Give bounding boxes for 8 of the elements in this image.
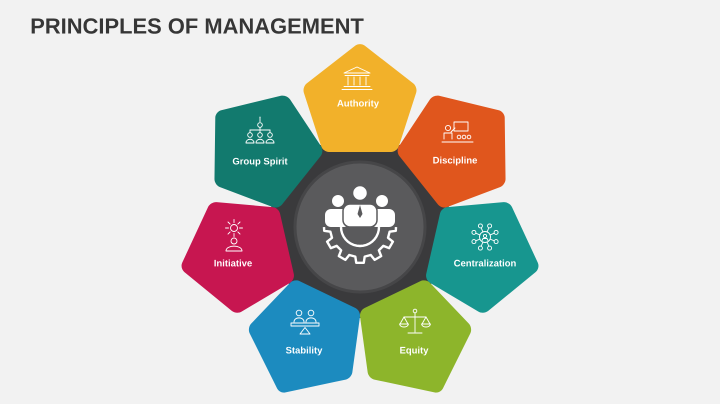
petal: Centralization: [426, 202, 538, 313]
petal: Discipline: [398, 96, 506, 208]
petal: Stability: [248, 280, 360, 393]
title: PRINCIPLES OF MANAGEMENT: [32, 18, 364, 34]
petal: Initiative: [182, 202, 294, 313]
petal: Equity: [360, 280, 472, 393]
petal: Authority: [304, 44, 416, 152]
petal: Group Spirit: [214, 96, 322, 208]
